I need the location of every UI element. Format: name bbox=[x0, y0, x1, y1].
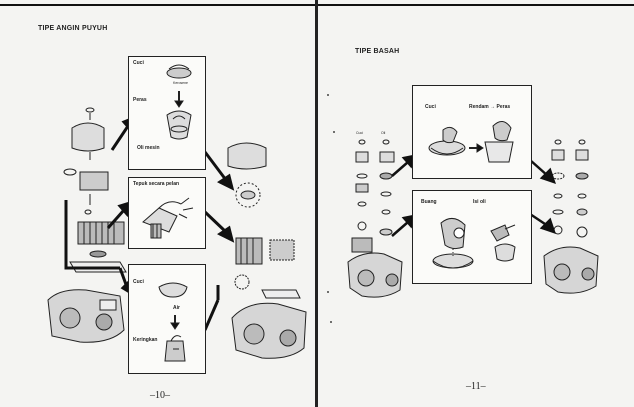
step-wash-label: Cuci bbox=[133, 60, 144, 66]
foam-element-icon bbox=[79, 171, 109, 191]
left-page-title: TIPE ANGIN PUYUH bbox=[38, 25, 108, 32]
step-drain-label: Buang bbox=[421, 199, 437, 205]
air-cleaner-cover-icon bbox=[71, 122, 105, 152]
step-wash-right-label: Cuci bbox=[425, 104, 436, 110]
tap-hand-icon bbox=[142, 197, 194, 239]
wash-dry-icon bbox=[158, 282, 188, 362]
drain-fill-icon bbox=[432, 218, 516, 269]
water-label: Air bbox=[173, 305, 180, 311]
step-tap-label: Tepuk secara pelan bbox=[133, 181, 180, 187]
right-page-number: –11– bbox=[466, 381, 486, 392]
wash-soak-icon bbox=[428, 121, 514, 163]
part-label-wash: Cuci bbox=[356, 131, 364, 135]
book-spine bbox=[315, 0, 318, 407]
seal-ring-icon bbox=[63, 168, 77, 176]
wash-squeeze-icon bbox=[166, 64, 192, 140]
left-page-number: –10– bbox=[150, 390, 170, 401]
panel-drain-fill-oil: Buang Isi oli bbox=[412, 190, 532, 284]
step-wash2-label: Cuci bbox=[133, 279, 144, 285]
step-squeeze-label: Peras bbox=[133, 97, 147, 103]
part-label-oil: Oli bbox=[381, 131, 386, 135]
engine-right-icon bbox=[347, 252, 403, 298]
wing-nut-icon bbox=[85, 107, 95, 113]
step-dry-label: Keringkan bbox=[133, 337, 158, 343]
step-soak-squeeze-label: Rendam → Peras bbox=[469, 104, 511, 110]
right-page-title: TIPE BASAH bbox=[355, 48, 400, 55]
panel-wash-soak-squeeze: Cuci Rendam → Peras ENGINE OIL bbox=[412, 85, 532, 179]
panel-tap-gently: Tepuk secara pelan bbox=[128, 177, 206, 249]
solvent-label: Kerosene bbox=[173, 81, 188, 85]
step-fill-oil-label: Isi oli bbox=[473, 199, 486, 205]
gasket-icon bbox=[89, 250, 107, 258]
engine-oil-label: Oli mesin bbox=[137, 145, 160, 151]
panel-wash-water: Cuci Air Keringkan bbox=[128, 264, 206, 374]
panel-wash-kerosene: Cuci Kerosene Peras Oli mesin bbox=[128, 56, 206, 170]
